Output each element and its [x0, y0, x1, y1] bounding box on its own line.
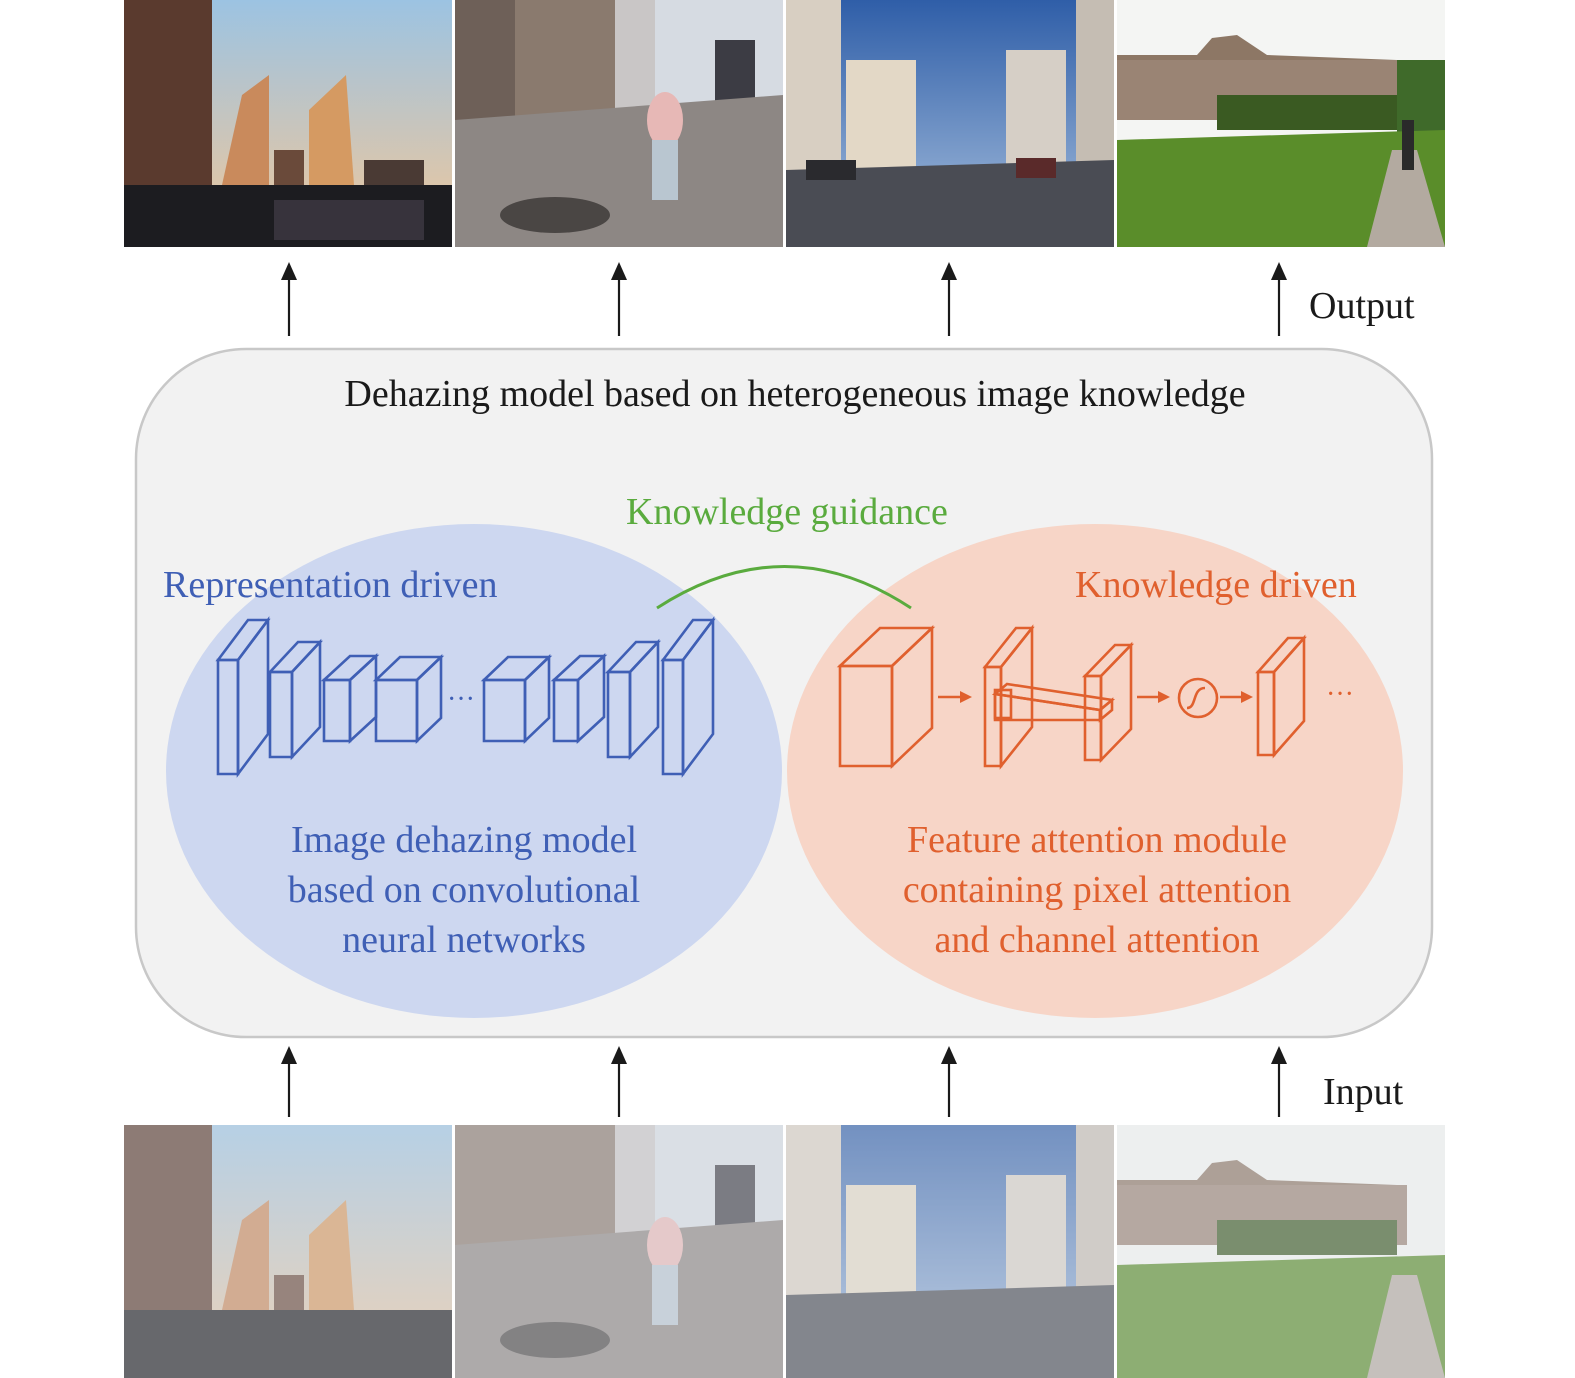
pixel-attention-slab	[982, 624, 1035, 770]
cnn-layers-icon	[215, 616, 716, 778]
model-title: Dehazing model based on heterogeneous im…	[344, 373, 1246, 415]
arrow-head	[611, 262, 627, 280]
left-description-line: neural networks	[342, 919, 586, 961]
cnn-ellipsis: ···	[447, 684, 475, 715]
right-description-line: and channel attention	[934, 919, 1260, 961]
arrow-head	[941, 1046, 957, 1064]
arrow-head	[941, 262, 957, 280]
channel-attention-slab	[1081, 641, 1135, 764]
attention-ellipsis: ···	[1326, 679, 1354, 710]
cnn-layer	[215, 616, 271, 778]
left-description-line: based on convolutional	[287, 869, 641, 911]
representation-driven-label: Representation driven	[163, 564, 498, 606]
output-image-skyline	[124, 0, 452, 247]
flow-arrow-head	[960, 691, 972, 703]
right-description-line: containing pixel attention	[902, 869, 1292, 911]
output-label: Output	[1309, 285, 1415, 327]
attention-window	[993, 688, 1013, 720]
cnn-layer	[372, 653, 445, 745]
flow-arrow-head	[1241, 691, 1253, 703]
left-description: Image dehazing model based on convolutio…	[214, 815, 714, 965]
cnn-layer	[550, 653, 608, 744]
output-image-city-wall	[1117, 0, 1445, 247]
knowledge-driven-label: Knowledge driven	[1075, 564, 1357, 606]
flow-arrow-head	[1158, 691, 1170, 703]
cnn-layer	[480, 653, 553, 745]
cnn-layer	[660, 616, 716, 778]
feature-map-block	[836, 624, 936, 770]
output-slab	[1255, 634, 1307, 759]
arrow-head	[1271, 262, 1287, 280]
left-description-line: Image dehazing model	[290, 819, 638, 861]
output-image-sidewalk	[455, 0, 783, 247]
arrow-head	[281, 262, 297, 280]
cnn-layer	[267, 638, 323, 761]
arrow-head	[281, 1046, 297, 1064]
right-description: Feature attention module containing pixe…	[847, 815, 1347, 965]
output-arrows	[281, 262, 1287, 336]
sigmoid-icon	[1177, 677, 1219, 719]
knowledge-guidance-label: Knowledge guidance	[626, 491, 948, 533]
arrow-head	[1271, 1046, 1287, 1064]
right-description-line: Feature attention module	[907, 819, 1287, 861]
output-image-street	[786, 0, 1114, 247]
attention-module-icon	[836, 624, 1307, 770]
knowledge-driven-region	[787, 524, 1403, 1018]
cnn-layer	[605, 638, 661, 761]
knowledge-guidance-arc	[656, 565, 912, 610]
input-label: Input	[1323, 1071, 1404, 1113]
arrow-head	[611, 1046, 627, 1064]
input-arrows	[281, 1046, 1287, 1117]
